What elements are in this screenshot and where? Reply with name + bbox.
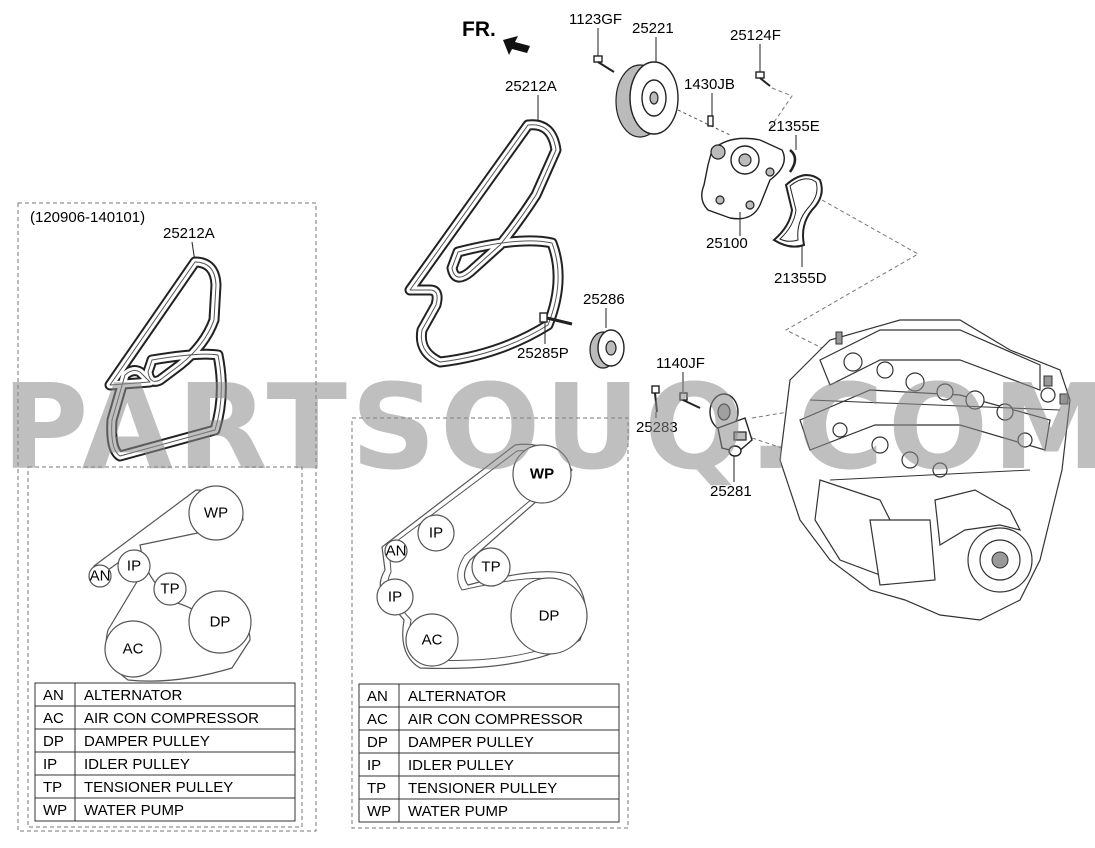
left-pulley-ip xyxy=(117,549,151,583)
right-pulley-ac-label: AC xyxy=(422,632,443,649)
label-25221: 25221 xyxy=(632,20,674,37)
left-legend-code-1: AC xyxy=(43,710,64,727)
left-legend-name-3: IDLER PULLEY xyxy=(84,756,190,773)
label-25286: 25286 xyxy=(583,291,625,308)
left-pulley-tp-label: TP xyxy=(160,581,179,598)
right-pulley-wp-label: WP xyxy=(530,466,554,483)
bolt-1123GF xyxy=(593,55,615,73)
right-pulley-an-label: AN xyxy=(386,543,407,560)
left-legend-name-2: DAMPER PULLEY xyxy=(84,733,210,750)
idler-pulley-25286 xyxy=(589,329,625,369)
left-pulley-wp xyxy=(188,485,244,541)
right-legend-name-5: WATER PUMP xyxy=(408,803,508,820)
left-legend-code-4: TP xyxy=(43,779,62,796)
variant-serpentine-belt xyxy=(104,256,227,462)
right-legend-name-1: AIR CON COMPRESSOR xyxy=(408,711,583,728)
label-25285P: 25285P xyxy=(517,345,569,362)
front-direction-label: FR. xyxy=(462,18,496,41)
right-legend-code-3: IP xyxy=(367,757,381,774)
left-pulley-dp xyxy=(188,590,252,654)
right-legend-code-5: WP xyxy=(367,803,391,820)
pulley-axis-line xyxy=(677,109,731,136)
left-pulley-an xyxy=(88,564,112,588)
label-25100: 25100 xyxy=(706,235,748,252)
left-pulley-an-label: AN xyxy=(90,568,111,585)
pin-1430JB xyxy=(707,115,714,127)
right-legend-name-2: DAMPER PULLEY xyxy=(408,734,534,751)
tensioner-25281 xyxy=(709,393,753,457)
right-pulley-wp xyxy=(512,444,572,504)
label-25283: 25283 xyxy=(636,419,678,436)
left-pulley-wp-label: WP xyxy=(204,505,228,522)
right-legend-code-1: AC xyxy=(367,711,388,728)
left-legend-table: AN ALTERNATOR AC AIR CON COMPRESSOR DP D… xyxy=(34,682,296,822)
right-pulley-tp-label: TP xyxy=(481,559,500,576)
left-routing-dashed-box xyxy=(27,466,303,828)
left-pulleys: WP AN IP TP DP AC xyxy=(88,485,252,678)
variant-dashed-box xyxy=(17,202,317,832)
label-21355E: 21355E xyxy=(768,118,820,135)
label-25281: 25281 xyxy=(710,483,752,500)
left-pulley-ip-label: IP xyxy=(127,558,141,575)
right-pulley-ip-top xyxy=(417,514,455,552)
label-1140JF: 1140JF xyxy=(656,355,705,372)
right-legend-table: AN ALTERNATOR AC AIR CON COMPRESSOR DP D… xyxy=(358,683,620,823)
left-legend-name-0: ALTERNATOR xyxy=(84,687,183,704)
left-legend-code-3: IP xyxy=(43,756,57,773)
left-pulley-dp-label: DP xyxy=(210,614,231,631)
bolt-25124F xyxy=(755,71,771,87)
right-pulley-ip-bottom-label: IP xyxy=(388,589,402,606)
dash-gasket-to-engine xyxy=(784,199,920,353)
left-legend-name-1: AIR CON COMPRESSOR xyxy=(84,710,259,727)
oring-21355E xyxy=(788,149,797,173)
left-pulley-tp xyxy=(153,572,187,606)
left-legend-code-0: AN xyxy=(43,687,64,704)
right-legend-name-4: TENSIONER PULLEY xyxy=(408,780,557,797)
water-pump-pulley-25221 xyxy=(615,61,679,138)
dash-25124F xyxy=(769,87,793,129)
right-pulley-dp-label: DP xyxy=(539,608,560,625)
right-pulley-an xyxy=(384,539,408,563)
right-legend-code-4: TP xyxy=(367,780,386,797)
label-25124F: 25124F xyxy=(730,27,781,44)
right-pulley-ip-bottom xyxy=(376,578,414,616)
left-pulley-ac-label: AC xyxy=(123,641,144,658)
right-legend-name-3: IDLER PULLEY xyxy=(408,757,514,774)
engine-assembly xyxy=(779,319,1071,621)
bolt-25283 xyxy=(651,385,701,413)
dash-tensioner-2 xyxy=(751,409,801,419)
right-legend-name-0: ALTERNATOR xyxy=(408,688,507,705)
right-pulley-ac xyxy=(405,613,459,667)
label-1123GF: 1123GF xyxy=(569,11,622,28)
left-legend-name-4: TENSIONER PULLEY xyxy=(84,779,233,796)
bolt-25285P xyxy=(539,312,573,326)
right-pulley-tp xyxy=(471,547,511,587)
right-pulleys: WP IP AN TP IP DP AC xyxy=(376,444,588,667)
variant-belt-label: 25212A xyxy=(163,225,215,242)
left-legend-name-5: WATER PUMP xyxy=(84,802,184,819)
watermark-text: PARTSOUQ.COM xyxy=(2,358,1095,496)
right-pulley-dp xyxy=(510,577,588,655)
left-legend-code-2: DP xyxy=(43,733,64,750)
front-arrow-icon xyxy=(503,36,530,55)
label-25212A: 25212A xyxy=(505,78,557,95)
main-serpentine-belt xyxy=(404,119,564,368)
label-1430JB: 1430JB xyxy=(684,76,735,93)
label-21355D: 21355D xyxy=(774,270,827,287)
gasket-21355D xyxy=(772,174,823,248)
left-legend-code-5: WP xyxy=(43,802,67,819)
left-pulley-ac xyxy=(104,620,162,678)
variant-date-range: (120906-140101) xyxy=(30,209,145,226)
water-pump-25100 xyxy=(701,137,785,220)
right-legend-code-2: DP xyxy=(367,734,388,751)
right-pulley-ip-top-label: IP xyxy=(429,525,443,542)
right-legend-code-0: AN xyxy=(367,688,388,705)
